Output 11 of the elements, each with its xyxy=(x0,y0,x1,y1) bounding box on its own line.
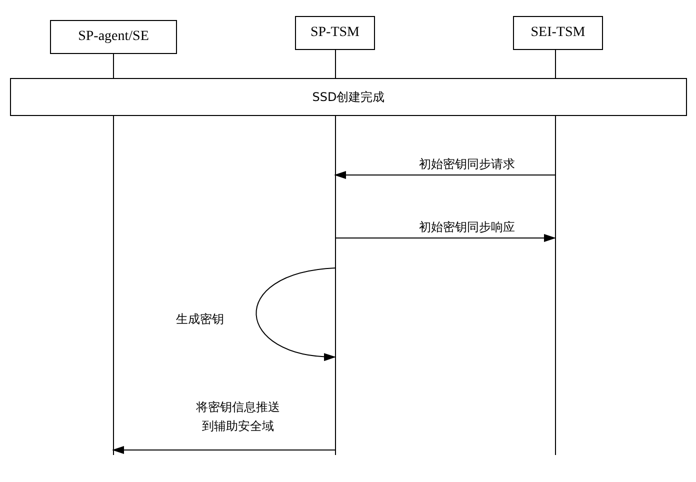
phase-band: SSD创建完成 xyxy=(10,78,687,116)
message-arrow xyxy=(334,234,556,242)
message-arrow xyxy=(112,446,336,454)
message-arrow xyxy=(334,171,556,179)
lifeline-head-box: SP-TSM xyxy=(295,16,375,50)
lifeline xyxy=(112,54,114,455)
self-message-arrow xyxy=(256,268,336,360)
lifeline xyxy=(554,50,556,455)
lifeline-head-box: SEI-TSM xyxy=(513,16,603,50)
lifeline xyxy=(334,50,336,455)
lifeline-head-box: SP-agent/SE xyxy=(50,20,177,54)
